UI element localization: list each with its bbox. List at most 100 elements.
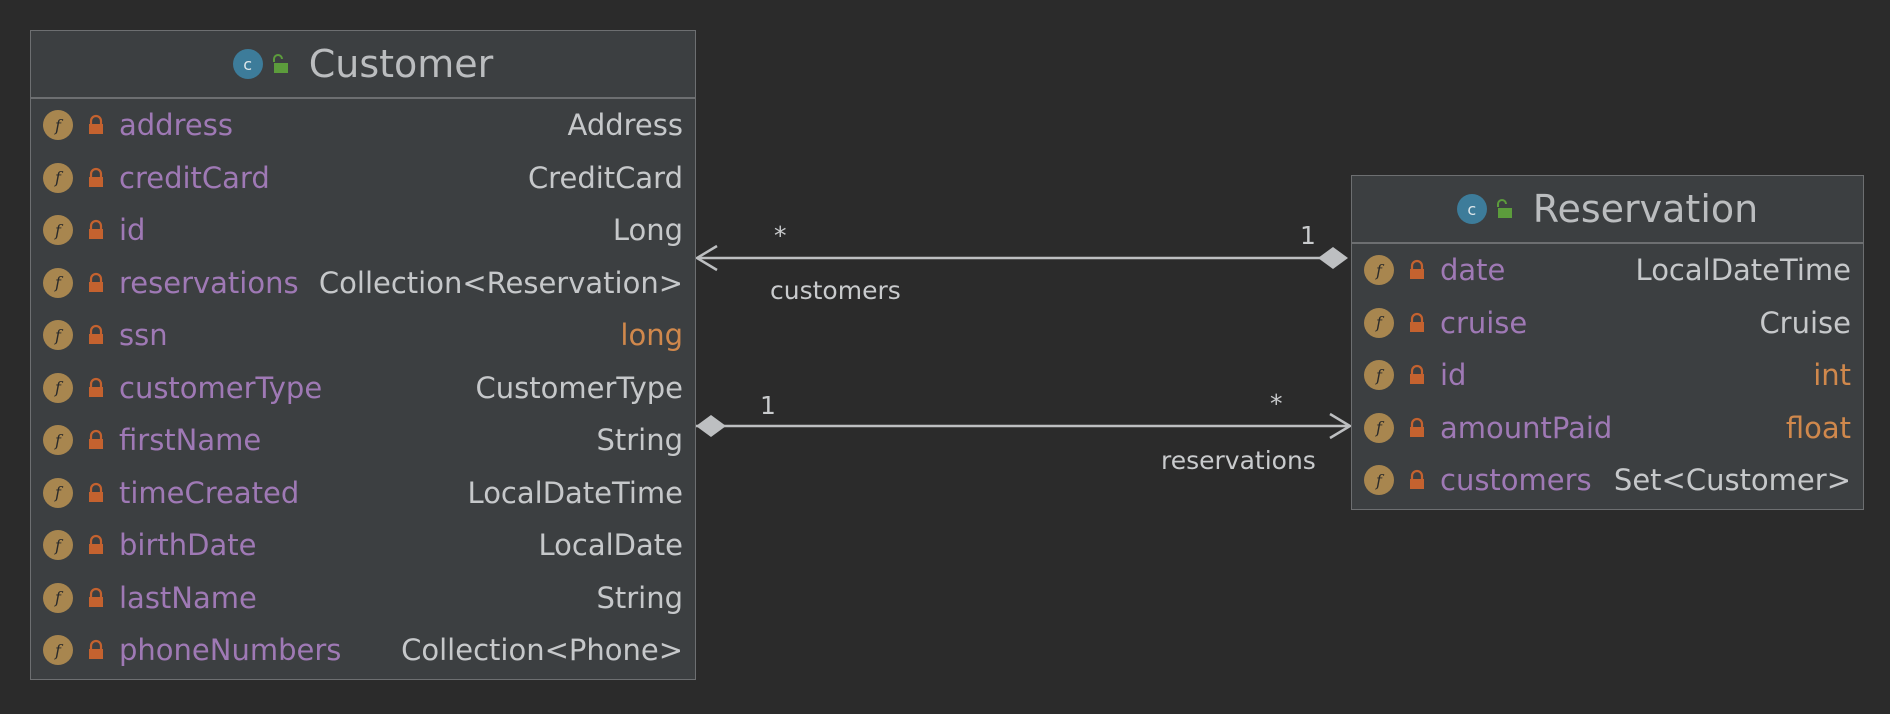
field-row-timeCreated[interactable]: f timeCreated LocalDateTime — [31, 467, 695, 520]
private-lock-icon — [1410, 365, 1424, 385]
field-type: Collection<Reservation> — [318, 265, 683, 300]
class-name: Customer — [308, 42, 494, 86]
field-type: CreditCard — [527, 160, 683, 195]
private-lock-icon — [89, 115, 103, 135]
field-type: CustomerType — [475, 370, 683, 405]
field-name: id — [119, 213, 146, 248]
field-type: LocalDate — [538, 528, 683, 563]
private-lock-icon — [89, 535, 103, 555]
private-lock-icon — [1410, 470, 1424, 490]
field-row-address[interactable]: f address Address — [31, 99, 695, 152]
diamond-reservations — [696, 415, 726, 437]
field-name: address — [119, 108, 233, 143]
field-name: lastName — [119, 580, 257, 615]
field-icon: f — [43, 635, 73, 666]
class-reservation[interactable]: c Reservation f date LocalDateTime f cruise C… — [1351, 175, 1864, 510]
field-icon: f — [43, 425, 73, 456]
private-lock-icon — [89, 430, 103, 450]
field-type: LocalDateTime — [1635, 253, 1851, 288]
field-type: float — [1785, 410, 1851, 445]
field-row-firstName[interactable]: f firstName String — [31, 414, 695, 467]
field-type: Long — [612, 213, 683, 248]
field-type: LocalDateTime — [467, 475, 683, 510]
field-type: long — [620, 318, 683, 353]
private-lock-icon — [89, 272, 103, 292]
class-header: c Customer — [31, 31, 695, 99]
private-lock-icon — [89, 377, 103, 397]
multiplicity-reservations-source: 1 — [760, 391, 776, 420]
multiplicity-customers-source: 1 — [1300, 221, 1316, 250]
multiplicity-reservations-target: * — [1270, 389, 1283, 418]
field-row-cruise[interactable]: f cruise Cruise — [1352, 297, 1863, 350]
field-row-date[interactable]: f date LocalDateTime — [1352, 244, 1863, 297]
private-lock-icon — [89, 325, 103, 345]
class-icon: c — [1456, 194, 1487, 224]
public-unlock-icon — [272, 54, 288, 73]
field-icon: f — [43, 320, 73, 351]
field-type: Set<Customer> — [1613, 463, 1851, 498]
class-icon: c — [232, 49, 263, 79]
private-lock-icon — [89, 167, 103, 187]
field-row-lastName[interactable]: f lastName String — [31, 572, 695, 625]
field-type: String — [596, 580, 683, 615]
relation-label-reservations: reservations — [1161, 446, 1316, 475]
private-lock-icon — [89, 482, 103, 502]
relation-label-customers: customers — [770, 276, 901, 305]
field-type: int — [1813, 358, 1851, 393]
relation-customers[interactable] — [694, 244, 1348, 272]
field-icon: f — [43, 267, 73, 298]
field-icon: f — [43, 372, 73, 403]
field-icon: f — [1364, 360, 1394, 391]
field-type: Address — [567, 108, 684, 143]
field-row-ssn[interactable]: f ssn long — [31, 309, 695, 362]
field-list: f date LocalDateTime f cruise Cruise f id int f am… — [1352, 244, 1863, 507]
field-icon: f — [43, 110, 73, 141]
field-name: ssn — [119, 318, 168, 353]
field-icon: f — [43, 215, 73, 246]
field-icon: f — [1364, 307, 1394, 338]
field-row-id[interactable]: f id int — [1352, 349, 1863, 402]
field-name: date — [1440, 253, 1506, 288]
field-icon: f — [43, 162, 73, 193]
field-name: creditCard — [119, 160, 270, 195]
field-row-customerType[interactable]: f customerType CustomerType — [31, 362, 695, 415]
field-type: String — [596, 423, 683, 458]
private-lock-icon — [1410, 260, 1424, 280]
field-type: Collection<Phone> — [401, 633, 683, 668]
field-name: reservations — [119, 265, 299, 300]
field-name: birthDate — [119, 528, 257, 563]
field-name: amountPaid — [1440, 410, 1613, 445]
field-row-reservations[interactable]: f reservations Collection<Reservation> — [31, 257, 695, 310]
field-name: cruise — [1440, 305, 1528, 340]
field-name: timeCreated — [119, 475, 300, 510]
relation-reservations[interactable] — [696, 412, 1353, 440]
multiplicity-customers-target: * — [774, 221, 787, 250]
class-name: Reservation — [1532, 187, 1759, 231]
field-name: id — [1440, 358, 1467, 393]
field-icon: f — [43, 477, 73, 508]
private-lock-icon — [89, 640, 103, 660]
class-customer[interactable]: c Customer f address Address f creditCard Cre… — [30, 30, 696, 680]
field-type: Cruise — [1759, 305, 1851, 340]
field-icon: f — [43, 582, 73, 613]
private-lock-icon — [1410, 312, 1424, 332]
field-icon: f — [1364, 255, 1394, 286]
field-row-id[interactable]: f id Long — [31, 204, 695, 257]
field-name: phoneNumbers — [119, 633, 342, 668]
field-icon: f — [43, 530, 73, 561]
field-name: customerType — [119, 370, 323, 405]
public-unlock-icon — [1496, 199, 1512, 218]
field-row-phoneNumbers[interactable]: f phoneNumbers Collection<Phone> — [31, 624, 695, 677]
field-row-creditCard[interactable]: f creditCard CreditCard — [31, 152, 695, 205]
private-lock-icon — [89, 587, 103, 607]
private-lock-icon — [1410, 417, 1424, 437]
field-icon: f — [1364, 465, 1394, 496]
arrowhead-reservations — [1329, 412, 1353, 440]
arrowhead-customers — [694, 244, 718, 272]
field-name: firstName — [119, 423, 262, 458]
field-row-birthDate[interactable]: f birthDate LocalDate — [31, 519, 695, 572]
